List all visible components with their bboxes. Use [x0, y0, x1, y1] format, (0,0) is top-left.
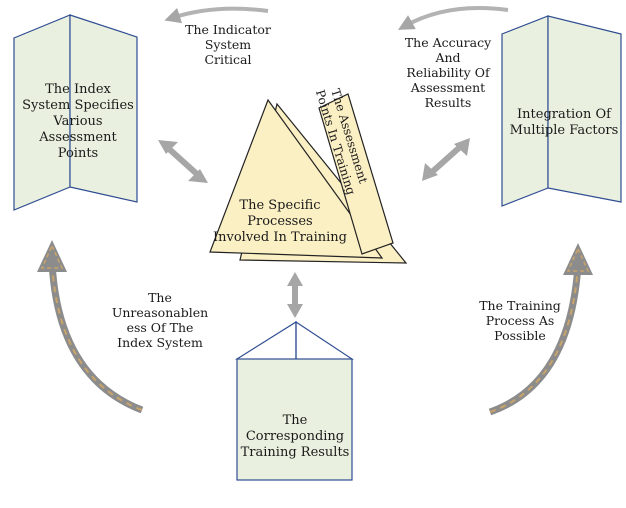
right-curved-arrow-icon	[488, 243, 593, 416]
central-pyramid	[209, 93, 408, 264]
unreasonableness-label: The Unreasonablen ess Of The Index Syste…	[111, 290, 209, 350]
index-system-label: The Index System Specifies Various Asses…	[22, 82, 134, 161]
top-right-curved-arrow-icon	[398, 6, 509, 30]
accuracy-label: The Accuracy And Reliability Of Assessme…	[404, 35, 492, 110]
indicator-system-label: The Indicator System Critical	[185, 22, 271, 67]
double-headed-arrow-icon	[158, 140, 208, 183]
double-headed-arrow-icon	[287, 272, 303, 318]
left-curved-arrow-icon	[37, 240, 144, 414]
index-system-box	[13, 14, 138, 211]
training-results-label: The Corresponding Training Results	[240, 413, 350, 460]
training-results-box	[234, 320, 354, 481]
top-left-curved-arrow-icon	[164, 6, 269, 24]
integration-label: Integration Of Multiple Factors	[509, 107, 619, 138]
specific-processes-label: The Specific Processes Involved In Train…	[213, 198, 347, 245]
training-process-label: The Training Process As Possible	[479, 298, 561, 343]
integration-box	[501, 15, 622, 207]
double-headed-arrow-icon	[422, 138, 470, 181]
